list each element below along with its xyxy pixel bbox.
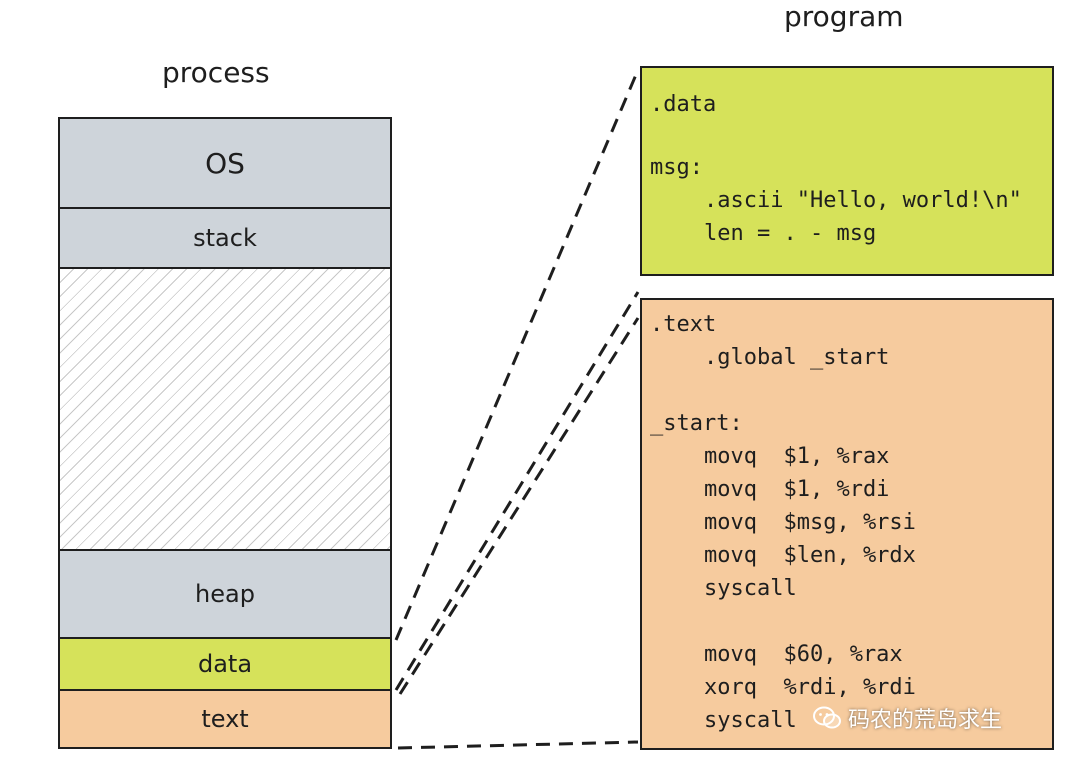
data-section-box: .data msg: .ascii "Hello, world!\n" len … — [640, 66, 1054, 276]
process-memory-layout: OS stack heap data text — [58, 117, 392, 749]
text-segment: text — [60, 691, 390, 747]
code-line: _start: — [650, 411, 743, 436]
stack-segment: stack — [60, 209, 390, 269]
code-line: movq $msg, %rsi — [704, 510, 916, 535]
code-line: xorq %rdi, %rdi — [704, 675, 916, 700]
text-to-program-top-connector — [398, 317, 640, 695]
data-segment: data — [60, 639, 390, 691]
code-line: movq $1, %rdi — [704, 477, 890, 502]
code-line: .text — [650, 312, 717, 337]
program-title: program — [784, 0, 904, 33]
stack-segment-label: stack — [193, 224, 257, 252]
code-line: .ascii "Hello, world!\n" — [704, 188, 1022, 213]
data-to-program-top-connector — [394, 69, 640, 641]
code-line: syscall — [704, 708, 797, 733]
os-segment: OS — [60, 119, 390, 209]
code-line: .global _start — [704, 345, 890, 370]
process-title: process — [162, 56, 270, 89]
code-line — [650, 374, 1052, 407]
free-memory-hatched-region — [60, 269, 390, 551]
code-line: syscall — [704, 576, 797, 601]
code-line: .data — [650, 92, 717, 117]
data-segment-label: data — [197, 650, 253, 678]
data-to-program-bottom-connector — [394, 291, 640, 691]
watermark: 码农的荒岛求生 — [812, 702, 1002, 734]
code-line: movq $len, %rdx — [704, 543, 916, 568]
watermark-text: 码农的荒岛求生 — [848, 708, 1003, 733]
text-to-program-bottom-connector — [397, 740, 639, 750]
heap-segment: heap — [60, 551, 390, 639]
os-segment-label: OS — [205, 146, 245, 180]
heap-segment-label: heap — [195, 580, 255, 608]
text-segment-label: text — [201, 705, 249, 733]
code-line — [650, 121, 1052, 151]
code-line: len = . - msg — [704, 221, 877, 246]
code-line: msg: — [650, 155, 703, 180]
wechat-icon — [813, 706, 841, 729]
code-line — [650, 605, 1052, 638]
text-section-box: .text .global _start _start: movq $1, %r… — [640, 298, 1054, 750]
code-line: movq $60, %rax — [704, 642, 903, 667]
code-line: movq $1, %rax — [704, 444, 890, 469]
